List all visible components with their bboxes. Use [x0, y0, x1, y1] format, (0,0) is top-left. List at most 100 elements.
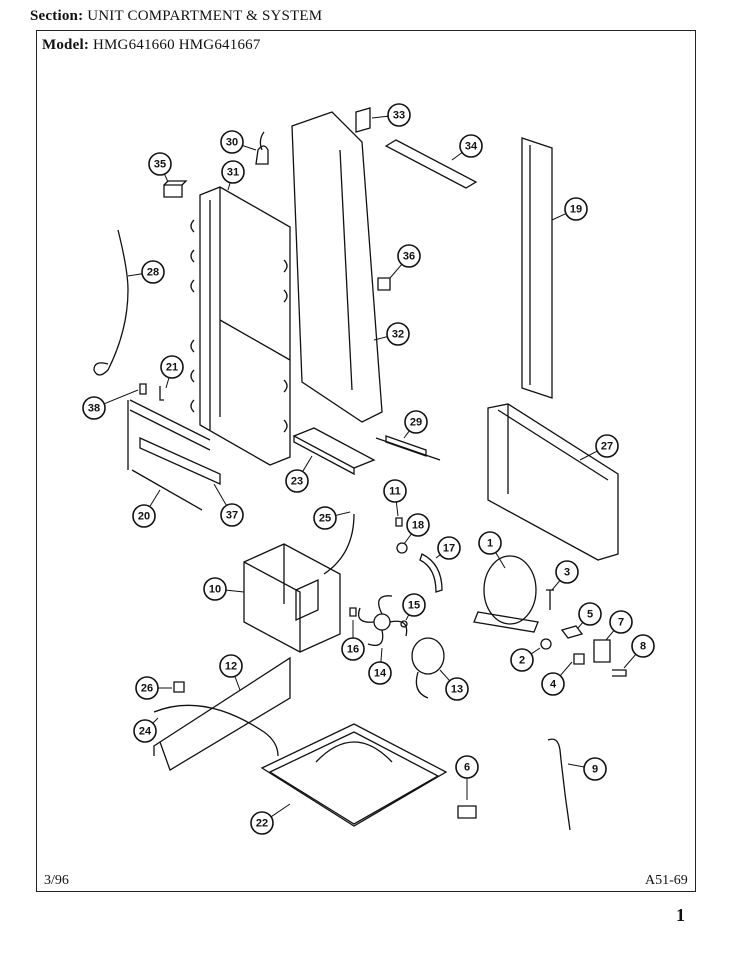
- callout-circle-2: [510, 648, 534, 672]
- callout-label-8: 8: [640, 641, 646, 653]
- callout-label-24: 24: [139, 726, 152, 738]
- part-28-tube: [93, 229, 129, 376]
- part-9-cord: [547, 738, 571, 831]
- callout-19: 19: [551, 197, 588, 221]
- leader-line-12: [234, 676, 241, 691]
- callout-label-33: 33: [393, 110, 405, 122]
- callout-5: 5: [577, 602, 602, 629]
- callout-label-31: 31: [227, 167, 239, 179]
- leader-line-20: [149, 489, 161, 507]
- callout-label-26: 26: [141, 683, 153, 695]
- section-title: Section: UNIT COMPARTMENT & SYSTEM: [30, 8, 322, 25]
- part-36-clip: [377, 277, 391, 291]
- leader-line-29: [403, 430, 410, 439]
- callout-circle-4: [541, 672, 565, 696]
- model-line: Model: HMG641660 HMG641667: [42, 37, 261, 54]
- part-4-overload: [573, 653, 585, 665]
- callout-label-6: 6: [464, 762, 470, 774]
- callout-circle-18: [406, 513, 430, 537]
- part-16-clip: [349, 607, 357, 617]
- callout-22: 22: [250, 803, 291, 835]
- part-24-tube: [153, 704, 279, 757]
- callout-label-29: 29: [410, 417, 422, 429]
- callout-circle-17: [437, 536, 461, 560]
- callout-label-28: 28: [147, 267, 159, 279]
- callout-circle-15: [402, 593, 426, 617]
- part-14-fan-blade: [357, 595, 408, 647]
- callout-label-38: 38: [88, 403, 100, 415]
- part-15-nut: [400, 620, 408, 628]
- part-17-bracket: [419, 553, 443, 593]
- callout-2: 2: [510, 647, 541, 672]
- leader-line-22: [270, 803, 291, 818]
- callout-10: 10: [203, 577, 245, 601]
- callout-32: 32: [373, 322, 410, 346]
- callout-circle-22: [250, 811, 274, 835]
- callout-label-18: 18: [412, 520, 424, 532]
- footer-date: 3/96: [44, 873, 69, 888]
- callout-27: 27: [579, 434, 619, 461]
- callout-28: 28: [127, 260, 165, 284]
- callout-circle-33: [387, 103, 411, 127]
- callout-circle-28: [141, 260, 165, 284]
- callout-circle-12: [219, 654, 243, 678]
- part-5-cover: [560, 625, 584, 639]
- callout-label-14: 14: [374, 668, 387, 680]
- part-3-bolt: [546, 589, 554, 610]
- callout-circle-11: [383, 479, 407, 503]
- callout-label-27: 27: [601, 441, 613, 453]
- diagram-frame: [36, 30, 696, 892]
- part-34-bar: [384, 139, 478, 189]
- part-11-screw: [395, 517, 403, 527]
- callout-circle-32: [386, 322, 410, 346]
- part-7-relay: [593, 639, 611, 663]
- leader-line-21: [165, 377, 170, 389]
- leader-line-5: [577, 622, 584, 629]
- callout-4: 4: [541, 661, 573, 696]
- part-30-connector: [255, 131, 269, 165]
- leader-line-9: [567, 763, 585, 768]
- callout-29: 29: [403, 410, 428, 439]
- leader-line-11: [395, 501, 399, 517]
- part-22-drain-pan: [260, 723, 448, 827]
- part-12-panel: [153, 656, 291, 771]
- callout-37: 37: [213, 483, 244, 527]
- part-31-condenser: [190, 186, 291, 466]
- model-label: Model:: [42, 37, 90, 53]
- leader-line-38: [103, 389, 139, 405]
- callout-12: 12: [219, 654, 243, 691]
- callout-circle-31: [221, 160, 245, 184]
- callout-label-22: 22: [256, 818, 268, 830]
- callout-label-1: 1: [487, 538, 493, 550]
- callout-label-11: 11: [389, 486, 401, 498]
- leader-line-35: [164, 173, 169, 183]
- footer-page-code: A51-69: [645, 873, 688, 888]
- part-35-block: [163, 180, 188, 198]
- callout-circle-16: [341, 637, 365, 661]
- callout-label-25: 25: [319, 513, 331, 525]
- callout-label-19: 19: [570, 204, 582, 216]
- part-8-clip: [612, 669, 627, 677]
- callout-label-9: 9: [592, 764, 598, 776]
- callout-circle-10: [203, 577, 227, 601]
- callout-35: 35: [148, 152, 172, 183]
- part-29-drier: [375, 435, 441, 461]
- callout-6: 6: [455, 755, 479, 800]
- callout-circle-36: [397, 244, 421, 268]
- leader-line-18: [403, 533, 412, 545]
- callout-26: 26: [135, 676, 172, 700]
- callout-34: 34: [451, 134, 483, 161]
- leader-line-1: [495, 552, 506, 569]
- callout-circle-1: [478, 531, 502, 555]
- leader-line-15: [405, 614, 410, 621]
- callout-18: 18: [403, 513, 430, 545]
- leader-line-25: [335, 511, 351, 516]
- callout-circle-25: [313, 506, 337, 530]
- leader-line-2: [530, 647, 541, 655]
- callout-circle-14: [368, 661, 392, 685]
- section-value: UNIT COMPARTMENT & SYSTEM: [87, 8, 323, 24]
- leader-line-33: [371, 115, 389, 119]
- leader-line-7: [605, 630, 615, 641]
